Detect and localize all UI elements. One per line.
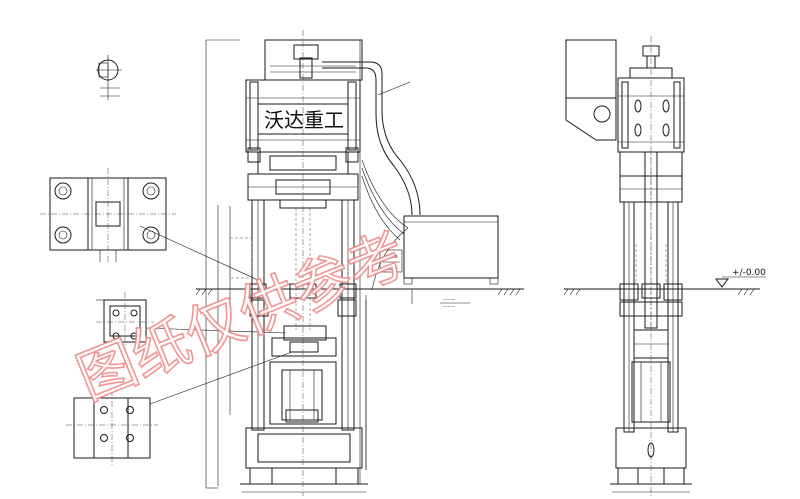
power-unit: ΦZ1Φ ΦZ1Φ bbox=[379, 215, 499, 285]
svg-text:———: ——— bbox=[443, 304, 455, 309]
front-view-press bbox=[205, 30, 368, 496]
detail-plate-view-1 bbox=[40, 168, 176, 262]
ground-line-side bbox=[563, 276, 766, 296]
leader-lines bbox=[139, 81, 411, 405]
svg-text:———: ——— bbox=[443, 297, 455, 302]
machine-nameplate-label: 沃达重工 bbox=[264, 108, 344, 132]
side-view-press bbox=[565, 36, 692, 496]
detail-plate-view-2 bbox=[96, 292, 154, 350]
hydraulic-pipes bbox=[322, 61, 421, 470]
detail-circle-top-left bbox=[96, 55, 122, 100]
watermark-text: 图纸仅供参考 bbox=[68, 220, 416, 413]
level-mark-label: +/-0.00 bbox=[732, 268, 766, 278]
svg-text:ΦZ1Φ: ΦZ1Φ bbox=[386, 266, 398, 271]
detail-plate-view-3 bbox=[66, 390, 158, 466]
ground-line-front: ——— ——— bbox=[195, 288, 524, 309]
svg-text:ΦZ1Φ: ΦZ1Φ bbox=[386, 254, 398, 259]
level-triangle-icon bbox=[715, 278, 729, 288]
